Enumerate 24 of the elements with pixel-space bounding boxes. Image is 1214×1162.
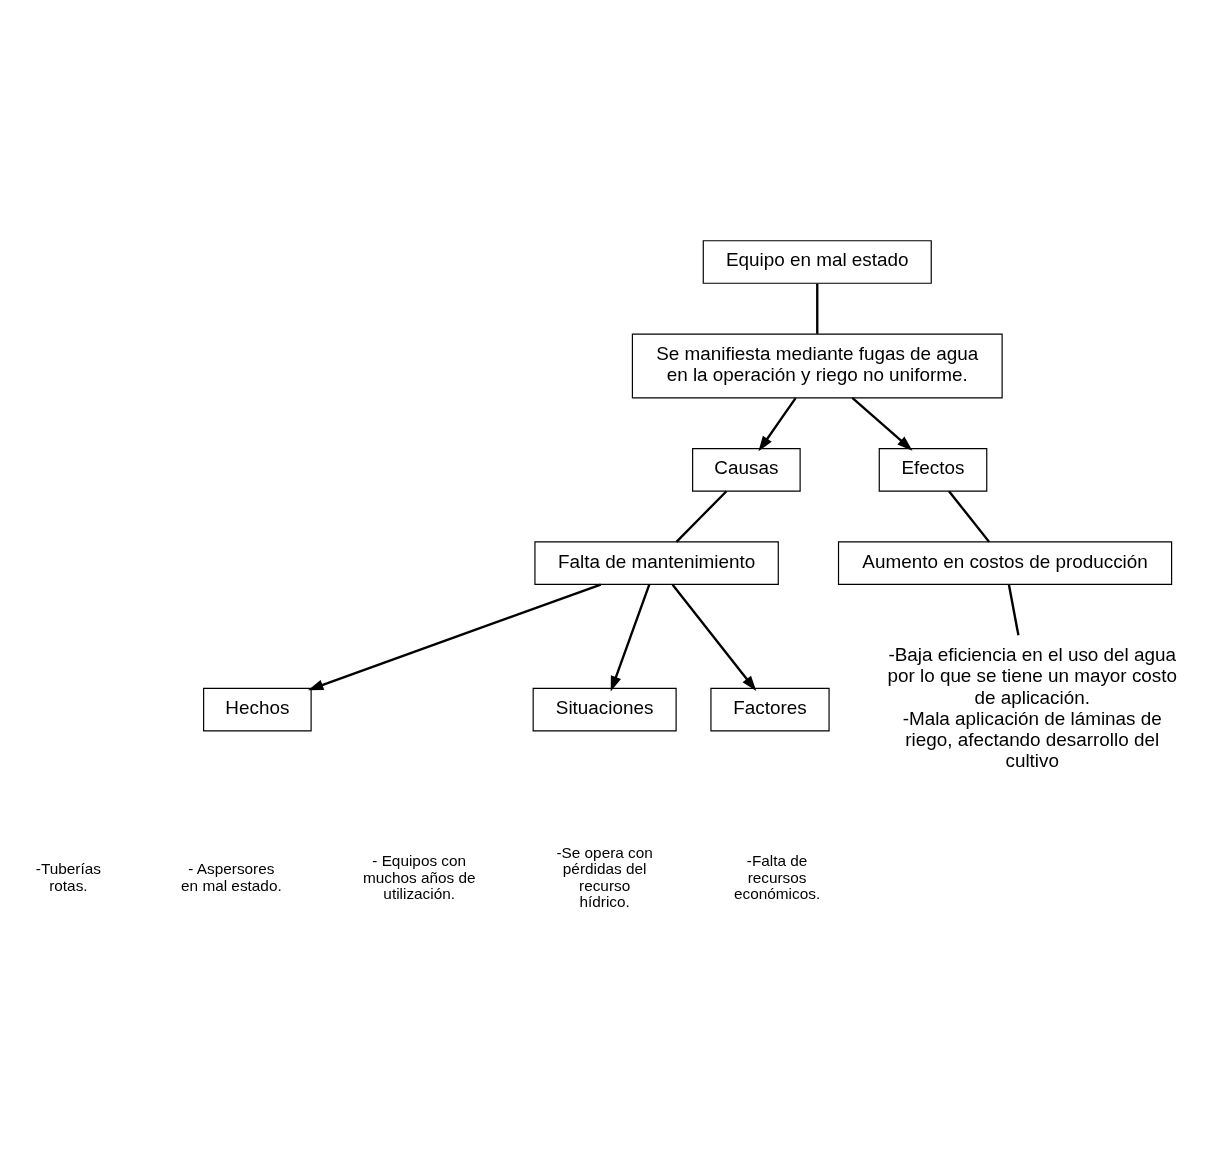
node-box: Situaciones [532,687,677,731]
node-box: Falta de mantenimiento [534,540,779,585]
node-box: Equipo en mal estado [702,239,932,284]
node-box: Causas [692,447,801,492]
arrow [610,583,651,692]
connector [675,489,728,543]
node-box: Aumento en costos de producción [837,540,1173,585]
arrow [758,396,797,451]
arrow [671,583,757,691]
arrow [307,582,602,690]
node-text: -Baja eficiencia en el uso del agua por lo que se tiene un mayor costo de aplicación. -Mala aplicación de láminas de riego, afectando desarrollo del cultivo [887,643,1178,771]
label: - Equipos con muchos años de utilización. [362,851,476,902]
label: -Se opera con pérdidas del recurso hídrico. [556,843,653,910]
node-box: Efectos [878,447,988,492]
label: -Falta de recursos económicos. [734,851,821,902]
node-box: Factores [710,687,830,731]
connector [1007,584,1020,635]
node-box: Hechos [203,687,312,731]
node-box: Se manifiesta mediante fugas de agua en la operación y riego no uniforme. [631,332,1003,398]
connector [948,490,991,543]
label: - Aspersores en mal estado. [181,859,282,894]
arrow [851,396,913,451]
connector [816,283,819,334]
label: -Tuberías rotas. [35,859,101,894]
